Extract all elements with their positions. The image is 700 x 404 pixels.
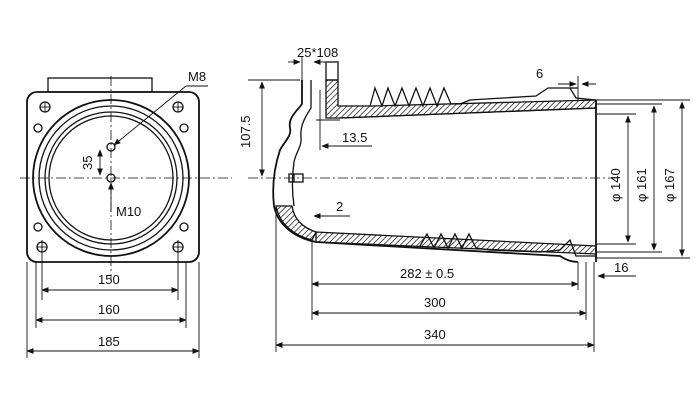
- front-view: M8 M10 35 150 160 185: [20, 69, 232, 358]
- m8-hole: [106, 142, 116, 152]
- label-dia-161: φ 161: [634, 168, 649, 202]
- upper-wall-section: [325, 79, 597, 119]
- label-length-340: 340: [424, 327, 446, 342]
- label-35: 35: [80, 156, 95, 170]
- side-slot: [33, 123, 43, 133]
- side-view: 25*108 107.5 13.5 2 6 φ 140 φ 161 φ 167: [238, 45, 690, 352]
- label-length-300: 300: [424, 295, 446, 310]
- inner-top-line: [339, 107, 597, 119]
- label-m8: M8: [188, 69, 206, 84]
- label-wall-thickness: 2: [336, 199, 343, 214]
- side-slot: [179, 123, 189, 133]
- label-tip-length: 6: [536, 66, 543, 81]
- dome-profile: [272, 80, 317, 243]
- lower-sheds: [419, 232, 596, 257]
- upper-sheds: [369, 85, 597, 108]
- m8-leader: [113, 85, 187, 146]
- label-m10: M10: [116, 204, 141, 219]
- label-dia-167: φ 167: [662, 168, 677, 202]
- label-160: 160: [98, 302, 120, 317]
- label-flange-height: 107.5: [238, 115, 253, 148]
- label-top-collar: 25*108: [297, 45, 338, 60]
- bolt-hole: [172, 101, 184, 113]
- square-flange: [26, 91, 200, 263]
- label-150: 150: [98, 272, 120, 287]
- label-tip-offset: 16: [614, 260, 628, 275]
- side-slot: [33, 222, 43, 232]
- top-tab: [47, 77, 153, 93]
- top-collar: [325, 61, 339, 81]
- center-insert: [288, 173, 304, 183]
- side-slot: [179, 222, 189, 232]
- label-wall-inset: 13.5: [342, 130, 367, 145]
- m10-hole: [106, 173, 116, 183]
- label-185: 185: [98, 334, 120, 349]
- label-length-282: 282 ± 0.5: [400, 266, 454, 281]
- label-dia-140: φ 140: [608, 168, 623, 202]
- bolt-hole: [39, 101, 51, 113]
